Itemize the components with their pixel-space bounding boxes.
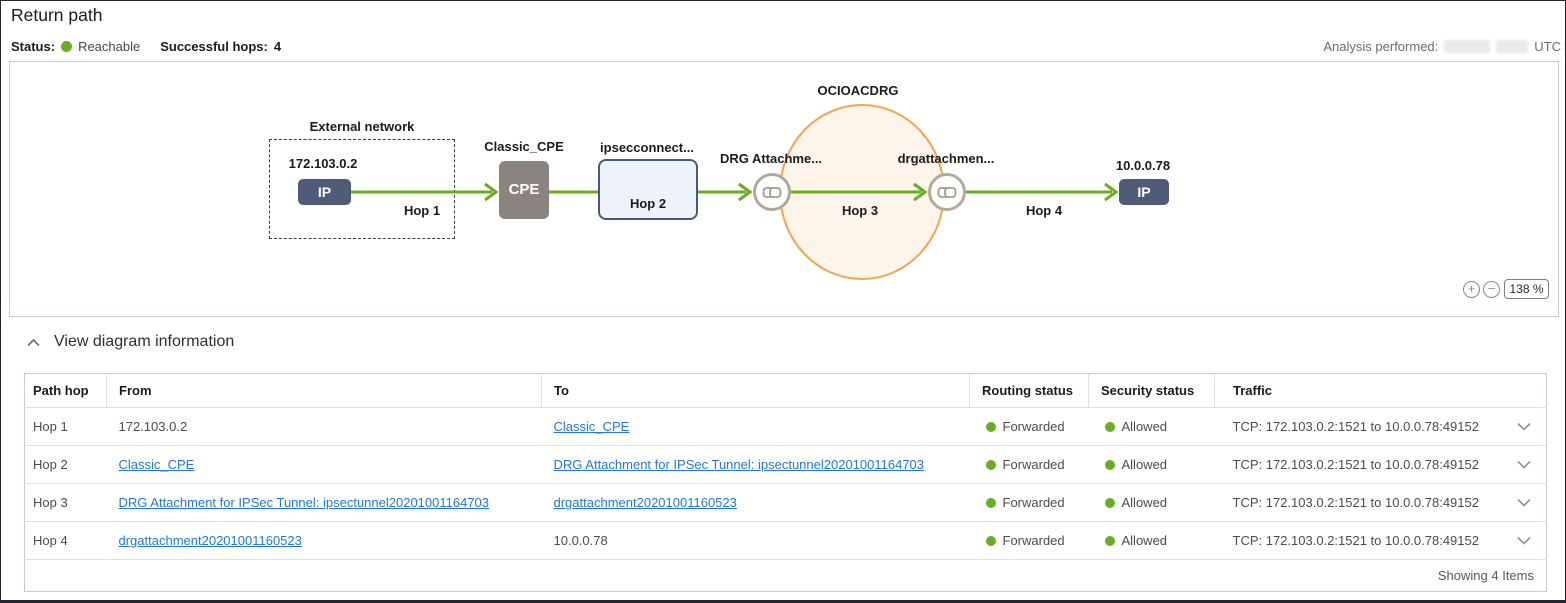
ipsec-tunnel-node[interactable]: Hop 2 [598,159,698,220]
col-path-hop: Path hop [33,383,89,398]
path-hop-cell: Hop 1 [24,407,107,446]
security-status-cell: Allowed [1088,445,1215,484]
drg-compartment-label: OCIOACDRG [817,83,899,98]
allowed-dot [1104,536,1115,546]
table-header-row: Path hop From To Routing status Security… [25,373,1547,408]
allowed-dot [1104,460,1115,470]
table-footer-row: Showing 4 Items [24,559,1547,592]
timezone-label: UTC [1534,39,1561,54]
hop1-label: Hop 1 [403,203,441,218]
row-expand-icon[interactable] [1516,498,1532,507]
to-link[interactable]: DRG Attachment for IPSec Tunnel: ipsectu… [553,457,925,472]
hop2-label: Hop 2 [629,196,667,211]
destination-ip-node[interactable]: IP [1119,179,1169,205]
traffic-cell: TCP: 172.103.0.2:1521 to 10.0.0.78:49152 [1214,407,1547,446]
col-traffic: Traffic [1214,373,1547,408]
traffic-cell: TCP: 172.103.0.2:1521 to 10.0.0.78:49152 [1214,521,1547,560]
routing-status-cell: Forwarded [969,407,1089,446]
allowed-dot [1104,422,1115,432]
hop3-label: Hop 3 [841,203,879,218]
status-reachable-dot [61,41,73,52]
col-routing-status: Routing status [969,373,1089,408]
path-diagram-panel: OCIOACDRG External network 172.103.0.2 I… [9,61,1559,317]
traffic-cell: TCP: 172.103.0.2:1521 to 10.0.0.78:49152 [1214,483,1547,522]
col-to: To [541,373,970,408]
row-expand-icon[interactable] [1516,422,1532,431]
source-ip-node[interactable]: IP [298,179,351,205]
redacted-date [1444,40,1491,53]
row-expand-icon[interactable] [1516,460,1532,469]
to-link[interactable]: drgattachment20201001160523 [553,495,737,510]
routing-status-cell: Forwarded [969,445,1089,484]
path-hop-cell: Hop 2 [24,445,107,484]
col-security-status: Security status [1088,373,1215,408]
attachment-link-icon [937,186,957,198]
path-arrows [351,182,1119,202]
drg-attachment-in-node[interactable] [753,173,791,211]
traffic-cell: TCP: 172.103.0.2:1521 to 10.0.0.78:49152 [1214,445,1547,484]
redacted-time [1496,40,1529,53]
section-title: View diagram information [54,333,235,350]
cpe-node[interactable]: CPE [499,161,549,219]
view-diagram-information-toggle[interactable]: View diagram information [26,333,234,351]
to-cell: DRG Attachment for IPSec Tunnel: ipsectu… [541,445,970,484]
drg-attachment-in-label: DRG Attachme... [719,151,823,166]
drg-attachment-out-node[interactable] [928,173,966,211]
destination-ip-label: 10.0.0.78 [1115,158,1171,173]
forwarded-dot [985,536,996,546]
table-row-hop3: Hop 3 DRG Attachment for IPSec Tunnel: i… [24,483,1547,522]
to-cell: 10.0.0.78 [541,521,970,560]
to-cell: drgattachment20201001160523 [541,483,970,522]
successful-hops-value: 4 [273,39,282,54]
zoom-in-button[interactable]: + [1463,281,1480,298]
page-title: Return path [11,5,103,25]
from-link[interactable]: Classic_CPE [118,457,195,472]
status-bar: Status: Reachable Successful hops: 4 Ana… [11,38,1561,55]
from-cell: Classic_CPE [106,445,542,484]
cpe-name-label: Classic_CPE [484,139,564,154]
from-link[interactable]: drgattachment20201001160523 [118,533,302,548]
hop4-label: Hop 4 [1025,203,1063,218]
forwarded-dot [985,422,996,432]
hop4-arrow [966,182,1119,202]
from-link[interactable]: DRG Attachment for IPSec Tunnel: ipsectu… [118,495,490,510]
items-count: Showing 4 Items [24,559,1547,592]
chevron-up-icon [27,338,40,346]
external-network-label: External network [309,119,415,134]
col-from: From [106,373,542,408]
from-cell: drgattachment20201001160523 [106,521,542,560]
forwarded-dot [985,498,996,508]
forwarded-dot [985,460,996,470]
to-cell: Classic_CPE [541,407,970,446]
hop1-arrow [351,182,499,202]
from-cell: 172.103.0.2 [106,407,542,446]
table-row-hop1: Hop 1 172.103.0.2 Classic_CPE Forwarded … [24,407,1547,446]
table-row-hop2: Hop 2 Classic_CPE DRG Attachment for IPS… [24,445,1547,484]
security-status-cell: Allowed [1088,407,1215,446]
table-row-hop4: Hop 4 drgattachment20201001160523 10.0.0… [24,521,1547,560]
drg-attachment-out-label: drgattachmen... [897,151,995,166]
routing-status-cell: Forwarded [969,483,1089,522]
to-link[interactable]: Classic_CPE [553,419,630,434]
ipsec-connection-label: ipsecconnect... [600,140,694,155]
routing-status-cell: Forwarded [969,521,1089,560]
status-label: Status: [11,39,56,54]
row-expand-icon[interactable] [1516,536,1532,545]
security-status-cell: Allowed [1088,521,1215,560]
successful-hops-label: Successful hops: [160,39,268,54]
path-hops-table: Path hop From To Routing status Security… [24,373,1547,592]
attachment-link-icon [762,186,782,198]
from-cell: DRG Attachment for IPSec Tunnel: ipsectu… [106,483,542,522]
zoom-out-button[interactable]: − [1483,281,1500,298]
status-value: Reachable [78,39,141,54]
zoom-level[interactable]: 138 % [1504,279,1549,299]
security-status-cell: Allowed [1088,483,1215,522]
path-hop-cell: Hop 4 [24,521,107,560]
path-hop-cell: Hop 3 [24,483,107,522]
allowed-dot [1104,498,1115,508]
external-network-box [269,139,455,239]
hop3-arrow [791,182,928,202]
analysis-performed-label: Analysis performed: [1323,39,1439,54]
source-ip-label: 172.103.0.2 [288,156,358,171]
